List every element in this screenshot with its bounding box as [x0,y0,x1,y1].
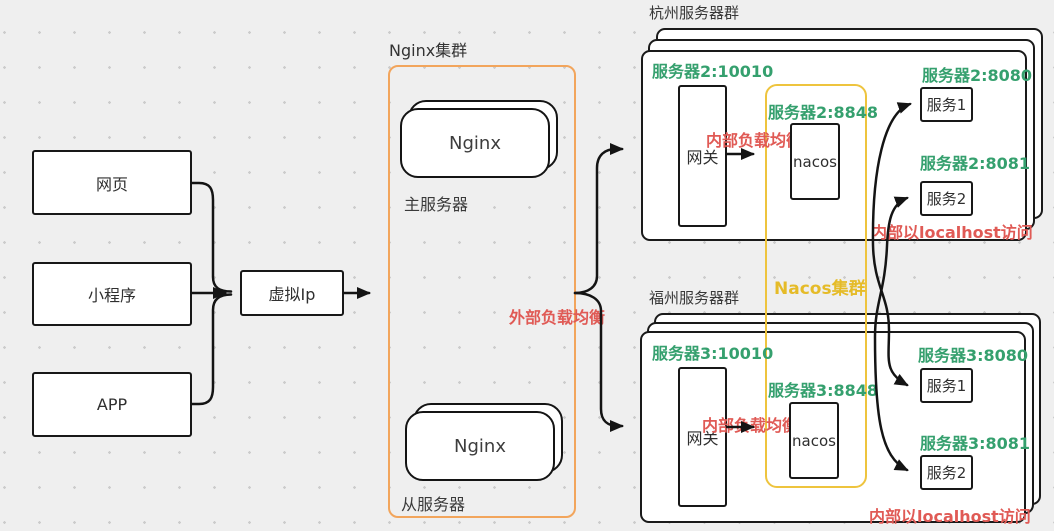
virtual-ip-box: 虚拟Ip [240,270,344,316]
fuzhou-gateway-label: 网关 [686,429,719,448]
fuzhou-nacos-box: nacos [789,402,839,479]
hangzhou-service1-box: 服务1 [920,87,973,122]
fuzhou-service2-server-label: 服务器3:8081 [920,434,1031,453]
nginx-slave-label: Nginx [454,435,506,457]
hangzhou-service2-label: 服务2 [926,190,967,208]
hangzhou-service2-server-label: 服务器2:8081 [920,154,1031,173]
fuzhou-service2-box: 服务2 [920,455,973,490]
hangzhou-nacos-label: nacos [793,152,837,171]
hangzhou-service1-label: 服务1 [926,96,967,114]
hangzhou-group-title: 杭州服务器群 [649,4,740,22]
fuzhou-group-title: 福州服务器群 [649,289,740,307]
fuzhou-internal-lb-label: 内部负载均衡 [702,416,799,435]
hangzhou-gateway-label: 网关 [686,148,719,167]
nginx-master-card [400,108,550,178]
arrow-nginx-to-hangzhou-group [573,143,624,295]
arrow-web-to-junction [190,181,233,293]
nginx-master-caption: 主服务器 [404,195,469,214]
fuzhou-gateway-box: 网关 [678,367,727,507]
hangzhou-gateway-server-label: 服务器2:10010 [652,62,774,81]
client-app-label: APP [96,395,128,414]
fuzhou-nacos-label: nacos [792,431,836,450]
hangzhou-nacos-server-label: 服务器2:8848 [768,103,879,122]
hangzhou-localhost-note: 内部以localhost访问 [871,223,1033,242]
nacos-cluster-frame [765,84,867,488]
nginx-cluster-title: Nginx集群 [389,41,468,60]
nginx-slave-card [405,411,555,481]
hangzhou-service1-server-label: 服务器2:8080 [922,66,1033,85]
client-web-box: 网页 [32,150,192,215]
client-miniapp-label: 小程序 [87,286,136,305]
fuzhou-service1-box: 服务1 [920,368,973,403]
client-app-box: APP [32,372,192,437]
nginx-slave-caption: 从服务器 [401,495,466,514]
arrow-app-to-junction [190,293,233,406]
fuzhou-gateway-server-label: 服务器3:10010 [652,344,774,363]
fuzhou-localhost-note: 内部以localhost访问 [869,507,1031,526]
hangzhou-nacos-box: nacos [790,123,840,200]
external-lb-label: 外部负载均衡 [509,308,606,327]
fuzhou-service1-server-label: 服务器3:8080 [918,346,1029,365]
hangzhou-gateway-box: 网关 [678,85,727,227]
virtual-ip-label: 虚拟Ip [268,285,316,304]
client-web-label: 网页 [95,174,128,194]
fuzhou-service1-label: 服务1 [926,377,967,395]
hangzhou-internal-lb-label: 内部负载均衡 [706,131,803,150]
nacos-cluster-label: Nacos集群 [774,279,866,299]
nginx-master-label: Nginx [449,132,501,154]
hangzhou-service2-box: 服务2 [920,181,973,216]
fuzhou-service2-label: 服务2 [926,464,967,482]
fuzhou-nacos-server-label: 服务器3:8848 [768,381,879,400]
client-miniapp-box: 小程序 [32,262,192,326]
